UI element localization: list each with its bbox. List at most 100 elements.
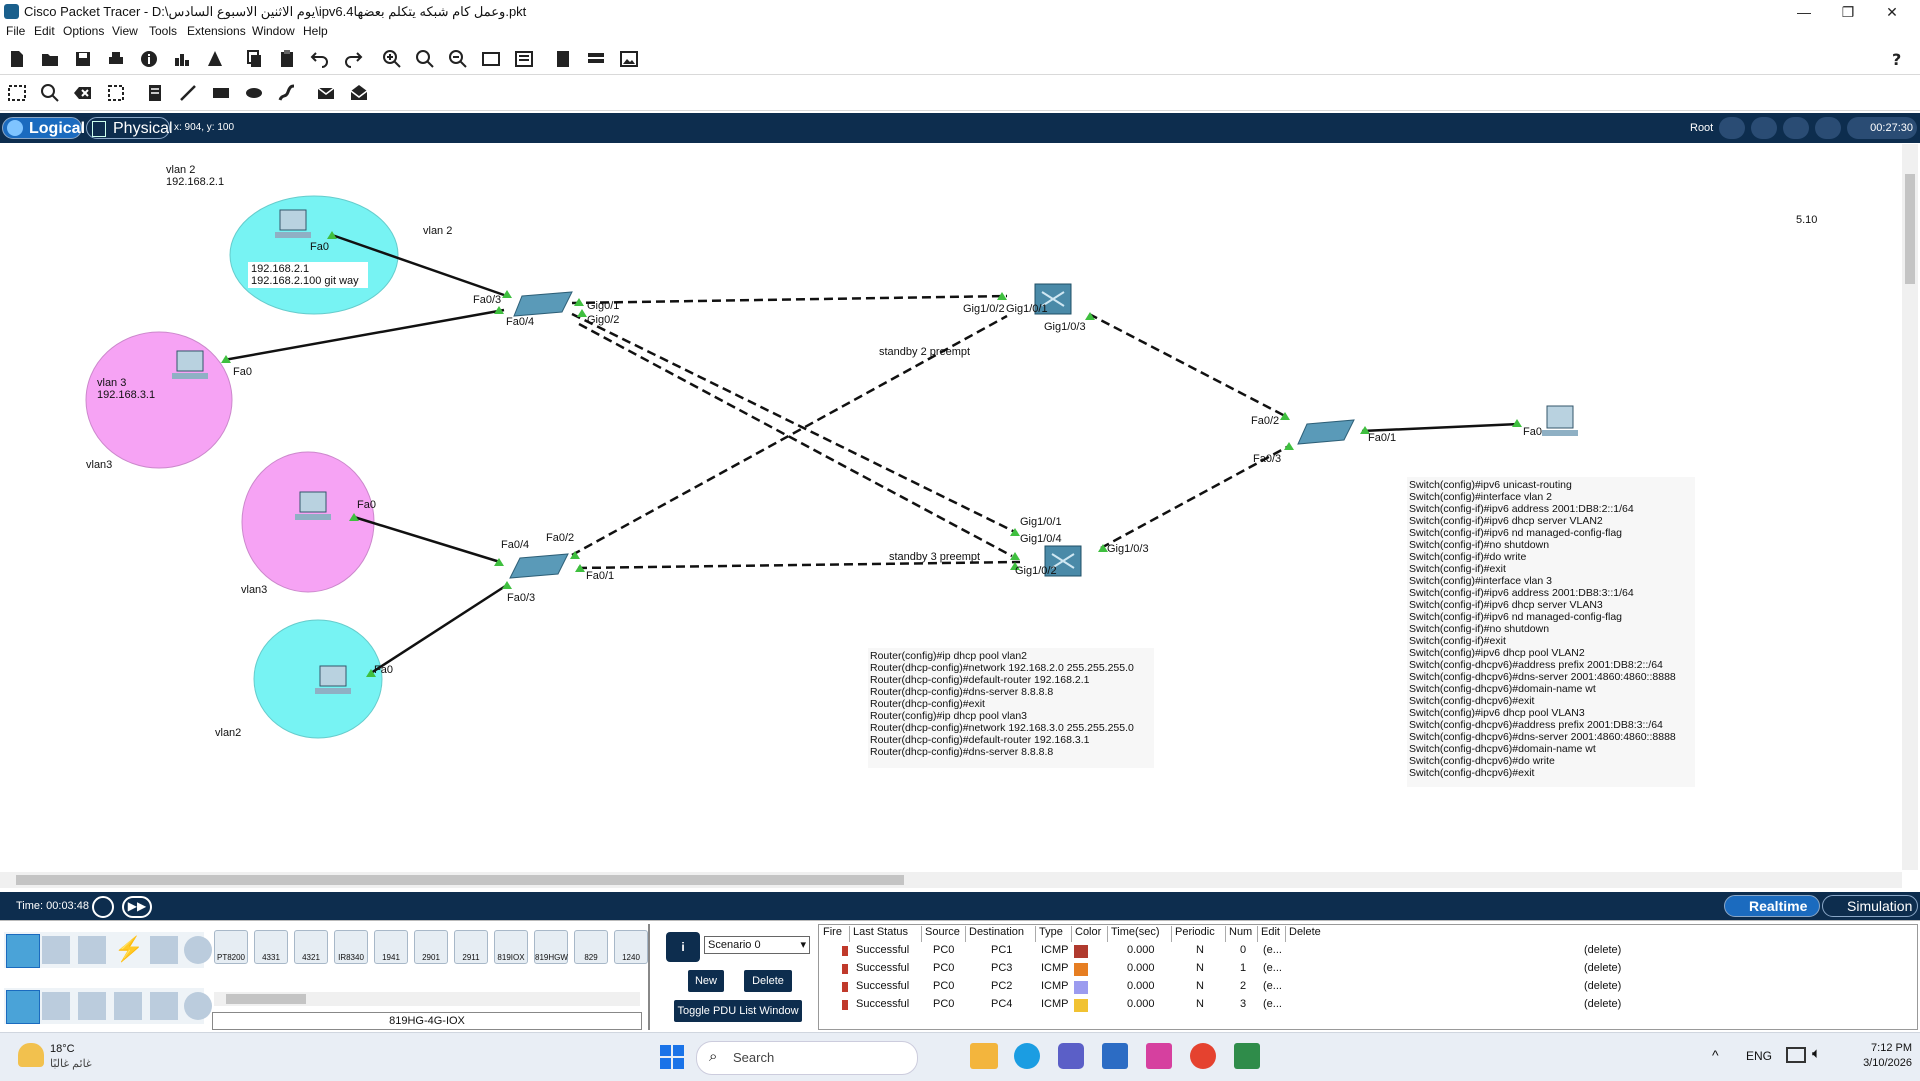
device-list-scrollbar[interactable]: [214, 992, 640, 1006]
draw-line-icon[interactable]: [177, 82, 199, 104]
volume-icon[interactable]: 🔈︎: [1812, 1045, 1822, 1062]
device-model-tile[interactable]: 819IOX: [494, 930, 528, 964]
device-model-tile[interactable]: 4331: [254, 930, 288, 964]
end-devices-icon[interactable]: [42, 936, 70, 964]
pc-vlan2-top[interactable]: [275, 209, 311, 238]
packet-tracer-icon[interactable]: [1234, 1043, 1260, 1069]
teams-icon[interactable]: [1058, 1043, 1084, 1069]
help-icon[interactable]: ?: [1886, 48, 1908, 70]
scenario-info-icon[interactable]: i: [666, 932, 700, 962]
pdu-delete-link[interactable]: (delete): [1584, 998, 1622, 1010]
complex-pdu-icon[interactable]: [348, 82, 370, 104]
fire-icon[interactable]: [842, 1000, 848, 1010]
device-model-tile[interactable]: 1941: [374, 930, 408, 964]
scenario-select[interactable]: Scenario 0▾: [704, 936, 810, 954]
device-model-tile[interactable]: 1240: [614, 930, 648, 964]
drawing-palette-icon[interactable]: [480, 48, 502, 70]
vertical-scrollbar[interactable]: [1902, 144, 1918, 870]
device-model-tile[interactable]: IR8340: [334, 930, 368, 964]
close-button[interactable]: ✕: [1886, 4, 1898, 20]
routers-icon[interactable]: [6, 990, 40, 1024]
background-icon[interactable]: [1815, 117, 1841, 139]
rack-icon[interactable]: [585, 48, 607, 70]
office-icon[interactable]: [1102, 1043, 1128, 1069]
pdu-edit-link[interactable]: (e...: [1263, 980, 1282, 992]
menu-file[interactable]: File: [6, 24, 26, 38]
cloud-icon[interactable]: [1751, 117, 1777, 139]
activity-wizard-icon[interactable]: [204, 48, 226, 70]
fire-icon[interactable]: [842, 946, 848, 956]
menu-window[interactable]: Window: [252, 24, 295, 38]
realtime-mode-button[interactable]: Realtime: [1724, 895, 1820, 917]
print-icon[interactable]: [105, 48, 127, 70]
security-icon[interactable]: [150, 992, 178, 1020]
simple-pdu-icon[interactable]: [315, 82, 337, 104]
horizontal-scroll-thumb[interactable]: [16, 875, 904, 885]
pdu-delete-link[interactable]: (delete): [1584, 980, 1622, 992]
language-indicator[interactable]: ENG: [1746, 1049, 1773, 1063]
back-icon[interactable]: [1719, 117, 1745, 139]
router-config-note[interactable]: Router(config)#ip dhcp pool vlan2 Router…: [868, 648, 1154, 768]
delete-icon[interactable]: [72, 82, 94, 104]
wan-emulation-icon[interactable]: [184, 992, 212, 1020]
freeform-icon[interactable]: [276, 82, 298, 104]
open-folder-icon[interactable]: [39, 48, 61, 70]
viewport-icon[interactable]: [1783, 117, 1809, 139]
logical-workspace[interactable]: vlan 2 192.168.2.1 vlan 2 Fa0 192.168.2.…: [2, 144, 1900, 870]
device-model-tile[interactable]: 829: [574, 930, 608, 964]
misc-icon[interactable]: [150, 936, 178, 964]
weather-icon[interactable]: [18, 1043, 44, 1067]
place-note-icon[interactable]: [144, 82, 166, 104]
zoom-out-icon[interactable]: [447, 48, 469, 70]
components-icon[interactable]: [78, 936, 106, 964]
file-explorer-icon[interactable]: [970, 1043, 998, 1069]
pdu-edit-link[interactable]: (e...: [1263, 962, 1282, 974]
switches-icon[interactable]: [42, 992, 70, 1020]
pc-vlan3-mid[interactable]: [295, 491, 331, 520]
info-icon[interactable]: [138, 48, 160, 70]
menu-tools[interactable]: Tools: [149, 24, 178, 38]
device-model-tile[interactable]: 2911: [454, 930, 488, 964]
pdu-edit-link[interactable]: (e...: [1263, 998, 1282, 1010]
image-icon[interactable]: [618, 48, 640, 70]
physical-tab[interactable]: Physical: [86, 117, 173, 139]
horizontal-scrollbar[interactable]: [0, 872, 1902, 888]
menu-edit[interactable]: Edit: [34, 24, 55, 38]
taskbar-search[interactable]: ⌕ Search: [696, 1041, 918, 1075]
minimize-button[interactable]: —: [1797, 4, 1811, 20]
delete-scenario-button[interactable]: Delete: [744, 970, 792, 992]
save-icon[interactable]: [72, 48, 94, 70]
fire-icon[interactable]: [842, 964, 848, 974]
connections-icon[interactable]: ⚡: [114, 936, 144, 963]
edge-icon[interactable]: [1014, 1043, 1040, 1069]
pc-vlan2-bottom[interactable]: [315, 665, 351, 694]
pdu-delete-link[interactable]: (delete): [1584, 944, 1622, 956]
multiuser-icon[interactable]: [184, 936, 212, 964]
network-info-icon[interactable]: [171, 48, 193, 70]
device-list-scroll-thumb[interactable]: [226, 994, 306, 1004]
network-devices-icon[interactable]: [6, 934, 40, 968]
undo-icon[interactable]: [309, 48, 331, 70]
menu-extensions[interactable]: Extensions: [187, 24, 246, 38]
power-cycle-icon[interactable]: [92, 896, 114, 918]
snipping-tool-icon[interactable]: [1146, 1043, 1172, 1069]
draw-ellipse-icon[interactable]: [243, 82, 265, 104]
switch-sw1[interactable]: [513, 291, 573, 317]
maximize-button[interactable]: ❐: [1841, 4, 1855, 20]
device-model-tile[interactable]: 819HGW: [534, 930, 568, 964]
pc-right[interactable]: [1542, 405, 1578, 436]
pdu-edit-link[interactable]: (e...: [1263, 944, 1282, 956]
redo-icon[interactable]: [342, 48, 364, 70]
menu-help[interactable]: Help: [303, 24, 328, 38]
fast-forward-icon[interactable]: ▶▶: [122, 896, 152, 918]
multilayer-switch-ms1[interactable]: [1034, 283, 1072, 315]
menu-view[interactable]: View: [112, 24, 138, 38]
switch-sw3[interactable]: [1297, 419, 1355, 445]
select-icon[interactable]: [6, 82, 28, 104]
inspect-icon[interactable]: [39, 82, 61, 104]
chevron-up-icon[interactable]: ^: [1712, 1047, 1719, 1063]
device-model-tile[interactable]: 2901: [414, 930, 448, 964]
fire-icon[interactable]: [842, 982, 848, 992]
copy-icon[interactable]: [243, 48, 265, 70]
custom-device-icon[interactable]: [513, 48, 535, 70]
